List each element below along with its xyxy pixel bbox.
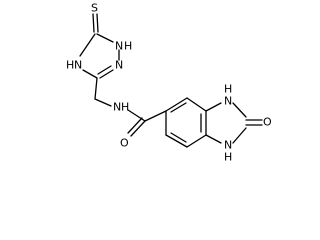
- atom-o-urea: O: [263, 116, 272, 129]
- bond-ar-c4-c5: [165, 97, 188, 112]
- bond-ar-c7-c6-inner: [170, 132, 187, 143]
- bond-ar-c4-c5-inner: [170, 102, 187, 113]
- atom-n1-triazole: N: [115, 40, 123, 53]
- molecule-structure-diagram: S N H H N N N H O H N O N H: [66, 2, 272, 164]
- bond-ar-c4-c3a: [186, 97, 207, 112]
- atom-n4-triazole: N: [74, 59, 82, 72]
- atom-h-n3-bzim: H: [224, 83, 232, 96]
- bond-c3-ch2: [94, 77, 98, 100]
- bond-c5-s-double-b: [92, 13, 95, 33]
- bond-n3-c2: [232, 102, 247, 118]
- atom-n2-triazole: N: [115, 59, 123, 72]
- bond-c5-n1: [96, 33, 114, 43]
- atom-n1-bzim: N: [224, 139, 232, 152]
- bond-ar-c7-c6: [165, 134, 188, 148]
- atom-o-amide: O: [120, 137, 129, 150]
- bond-camide-o-double-b: [127, 117, 143, 134]
- bond-camide-o-double-a: [130, 120, 146, 137]
- atom-h-n1-triazole: H: [124, 40, 132, 53]
- atom-n-amide: N: [113, 101, 121, 114]
- bond-n2-c3-double-b: [97, 65, 112, 75]
- bond-n1-c7a: [205, 134, 222, 144]
- bond-n2-c3-double-a: [99, 69, 114, 79]
- atom-labels: S N H H N N N H O H N O N H: [66, 2, 272, 164]
- bond-c3-n4: [82, 69, 98, 79]
- bonds: [79, 13, 263, 148]
- atom-s-thione: S: [91, 2, 98, 15]
- bond-camide-c5ar: [144, 110, 167, 122]
- bond-c3a-n3: [205, 102, 222, 112]
- atom-h-n1-bzim: H: [224, 151, 232, 164]
- bond-n4-c5: [79, 33, 96, 57]
- bond-c5-s-double-a: [96, 13, 99, 33]
- bond-ar-c7a-c7: [186, 134, 207, 148]
- atom-h-amide: H: [121, 101, 129, 114]
- bond-c2-n1: [232, 127, 247, 144]
- bond-n-camide: [127, 109, 146, 122]
- bond-ch2-n: [94, 98, 112, 107]
- atom-n3-bzim: N: [224, 95, 232, 108]
- structure-svg: S N H H N N N H O H N O N H: [66, 2, 272, 164]
- atom-h-n4-triazole: H: [66, 59, 74, 72]
